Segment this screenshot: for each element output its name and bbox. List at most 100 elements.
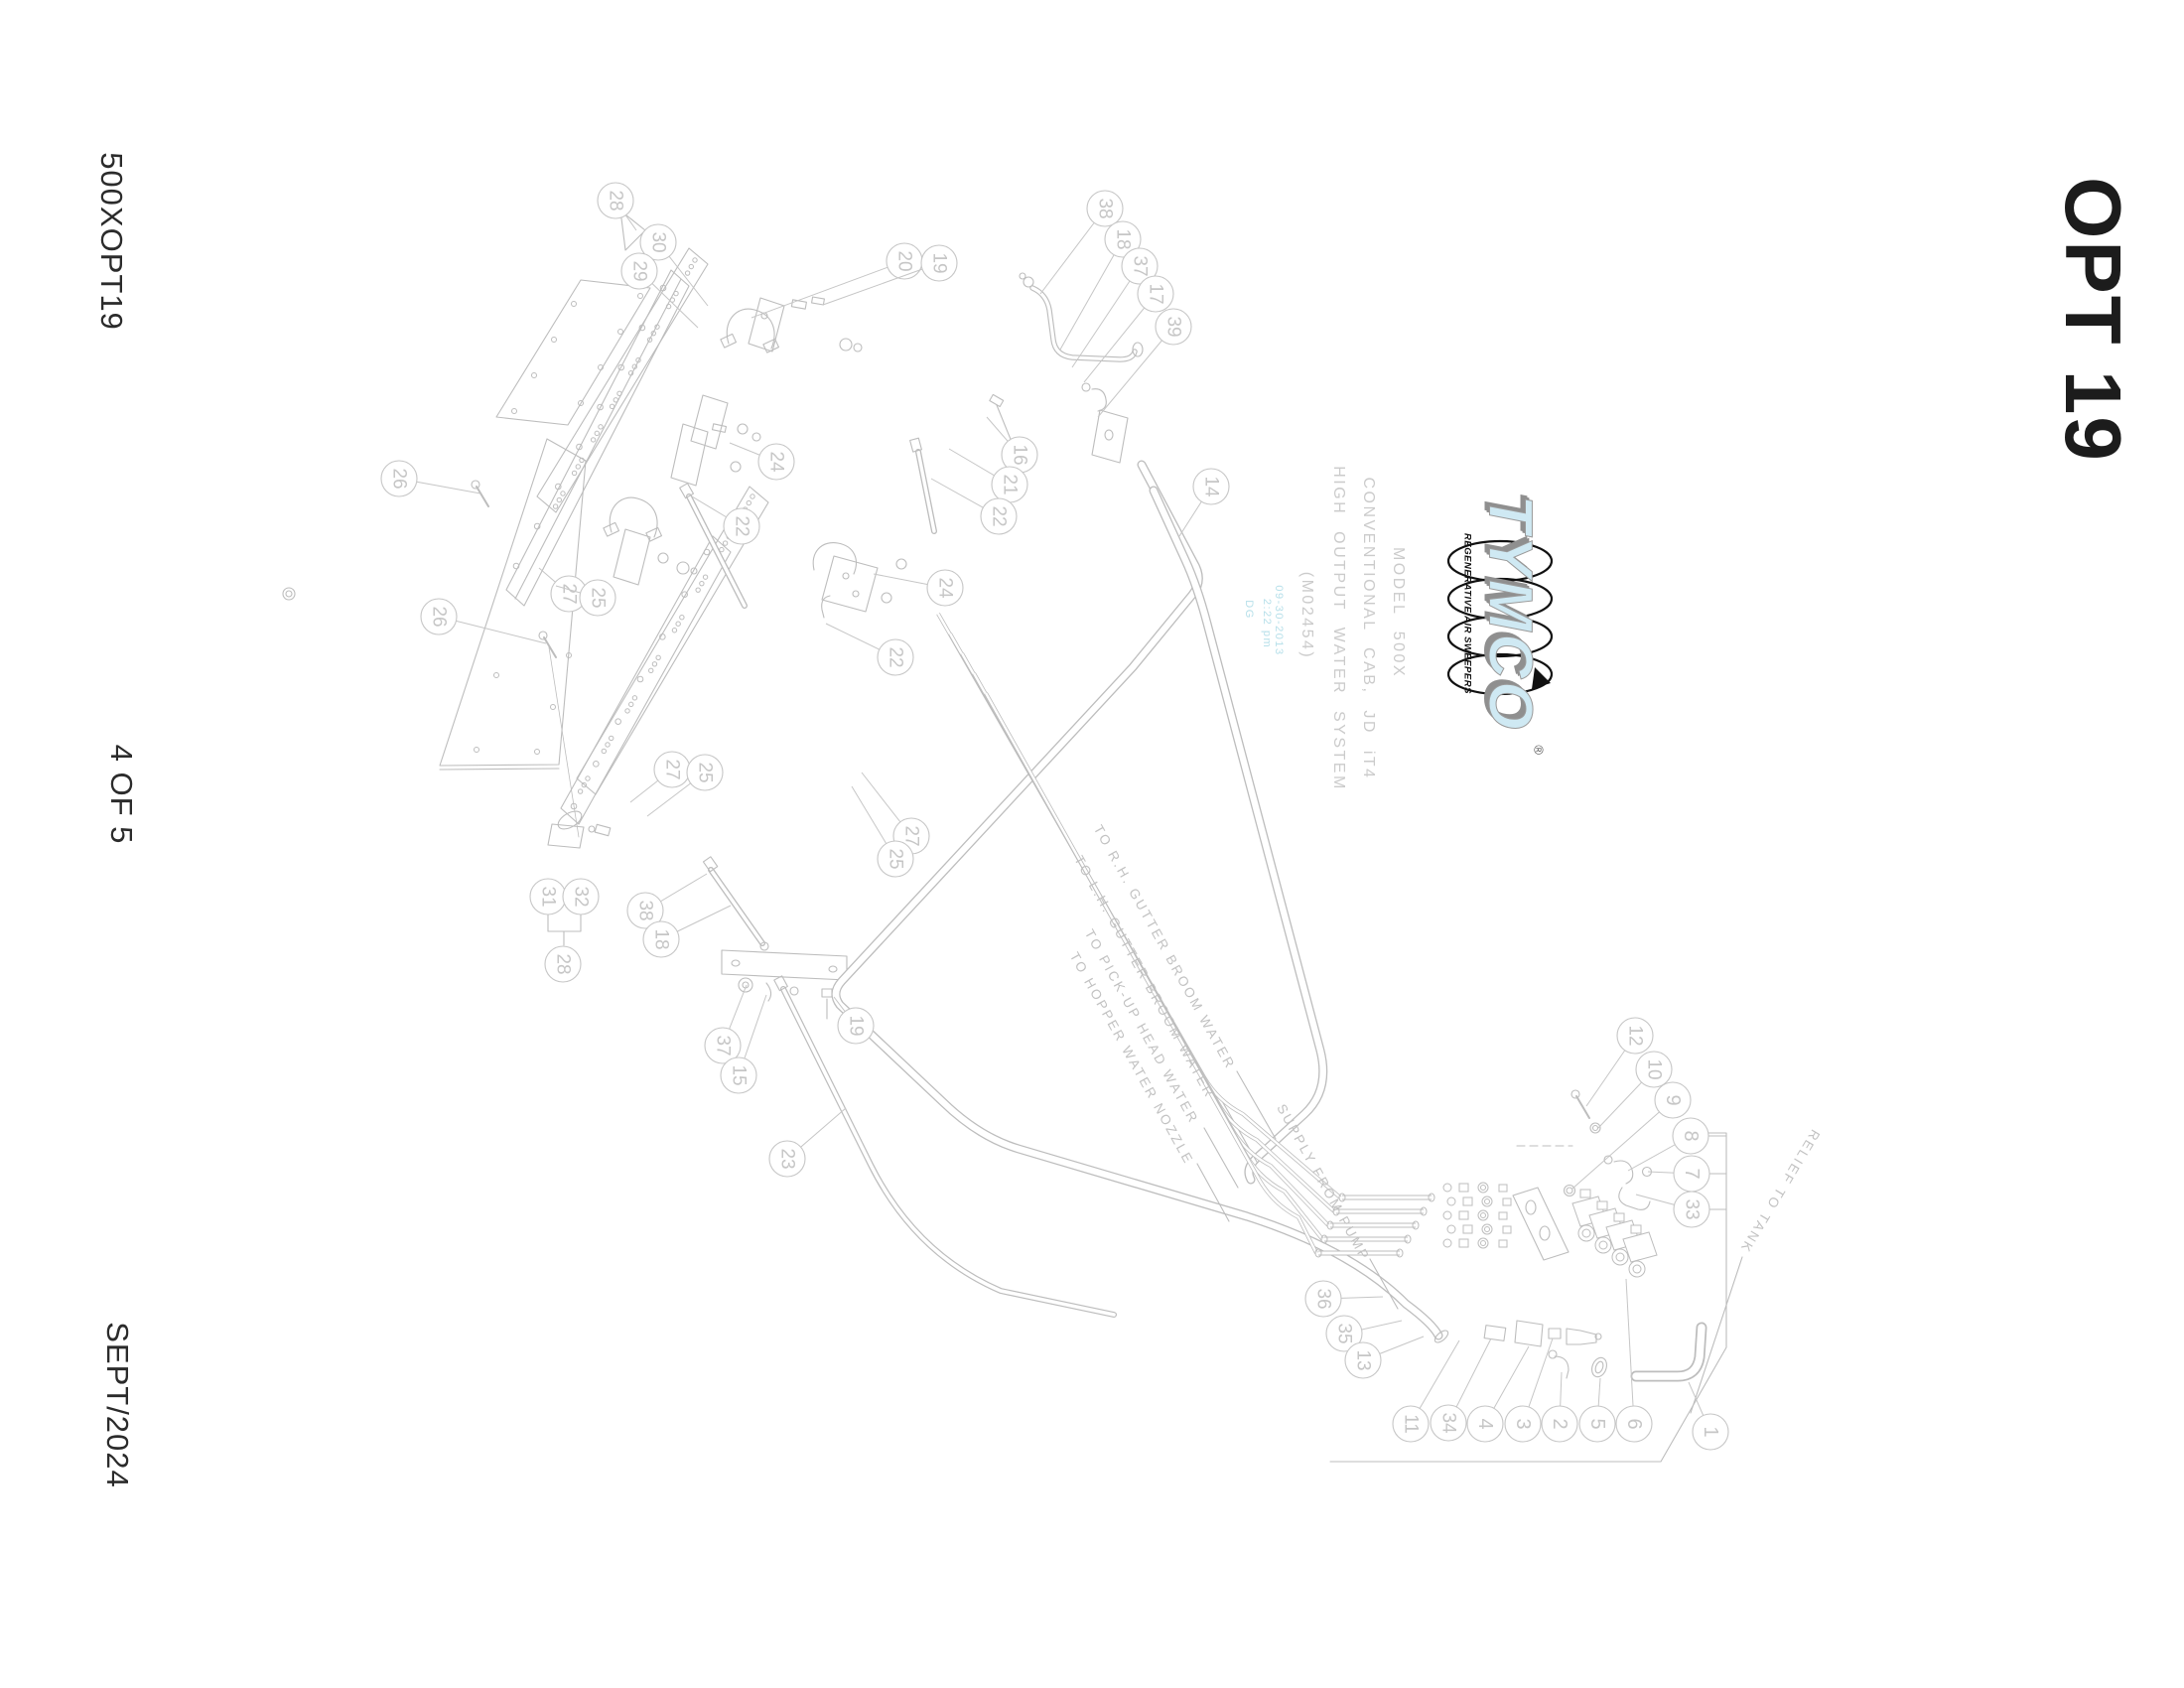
- callout-26: 26: [380, 460, 481, 497]
- callout-number: 4: [1474, 1418, 1496, 1429]
- callout-14: 14: [1178, 468, 1230, 537]
- callout-number: 22: [732, 515, 752, 536]
- title-line-1: CONVENTIONAL CAB, JD iT4: [1360, 477, 1377, 780]
- callout-38: 38: [626, 873, 708, 929]
- callout-6: 6: [1615, 1278, 1653, 1443]
- callout-number: 15: [729, 1064, 750, 1085]
- callout-15: 15: [720, 994, 767, 1094]
- callout-number: 34: [1438, 1412, 1459, 1434]
- callout-number: 12: [1625, 1025, 1646, 1046]
- callout-number: 38: [635, 900, 656, 920]
- callout-number: 39: [1163, 316, 1184, 337]
- callout-number: 31: [538, 886, 559, 907]
- callout-10: 10: [1597, 1051, 1673, 1129]
- callout-20: 20: [751, 242, 923, 319]
- callout-number: 18: [651, 928, 672, 949]
- callout-39: 39: [1097, 308, 1192, 418]
- callout-number: 3: [1512, 1418, 1534, 1429]
- callout-number: 19: [846, 1015, 867, 1036]
- callout-30: 30: [639, 223, 709, 307]
- callout-number: 10: [1644, 1058, 1665, 1079]
- u-hose-clamp-3: [812, 542, 857, 575]
- callout-11: 11: [1392, 1339, 1460, 1443]
- callout-number: 24: [766, 451, 787, 473]
- callout-3: 3: [1504, 1337, 1554, 1443]
- frame-border: [1329, 1132, 1727, 1463]
- callout-25: 25: [851, 785, 914, 878]
- plot-stamp-0: 09-30-2013: [1273, 585, 1285, 656]
- registered-mark-icon: ®: [1531, 745, 1547, 755]
- callout-number: 6: [1623, 1418, 1645, 1429]
- callout-34: 34: [1430, 1337, 1492, 1442]
- callout-number: 32: [571, 886, 592, 907]
- callout-13: 13: [1344, 1336, 1425, 1379]
- callout-25: 25: [555, 579, 616, 617]
- spraybar-channel-upper: [505, 269, 690, 607]
- callout-number: 17: [1146, 283, 1166, 304]
- callout-31: 31: [529, 878, 567, 915]
- callout-number: 25: [695, 762, 716, 782]
- callout-22: 22: [930, 478, 1018, 535]
- panel-lower: [439, 438, 587, 767]
- callout-27: 27: [538, 567, 588, 613]
- callout-number: 37: [713, 1035, 734, 1055]
- callout-number: 2: [1549, 1418, 1570, 1429]
- callout-37: 37: [704, 984, 748, 1064]
- callout-number: 5: [1586, 1418, 1608, 1429]
- callout-number: 36: [1313, 1288, 1334, 1309]
- callout-number: 9: [1662, 1094, 1684, 1105]
- callout-5: 5: [1578, 1377, 1616, 1443]
- callout-16: 16: [986, 416, 1038, 474]
- callout-29: 29: [620, 252, 699, 329]
- callout-number: 14: [1201, 476, 1222, 497]
- callout-number: 8: [1680, 1130, 1702, 1141]
- formed-tube: [1019, 272, 1144, 412]
- tube-22c: [909, 437, 937, 534]
- callout-33: 33: [1635, 1191, 1710, 1228]
- callout-number: 27: [662, 759, 683, 779]
- callout-number: 25: [588, 587, 609, 608]
- pennant: [619, 210, 646, 251]
- plot-stamp-2: DG: [1243, 600, 1255, 620]
- callout-number: 23: [777, 1148, 798, 1169]
- callout-number: 7: [1681, 1168, 1703, 1179]
- callout-number: 16: [1010, 444, 1030, 465]
- callout-27: 27: [861, 772, 930, 855]
- callout-number: 37: [1130, 255, 1151, 276]
- callout-37: 37: [1071, 247, 1159, 368]
- callout-number: 28: [553, 953, 574, 974]
- callout-28: 28: [544, 945, 582, 983]
- callout-number: 11: [1401, 1414, 1422, 1434]
- callout-1: 1: [1688, 1381, 1729, 1451]
- callout-23: 23: [768, 1107, 847, 1178]
- callout-number: 29: [629, 260, 650, 281]
- hose-23: [773, 975, 1117, 1318]
- logo-brand-text: TYMCO: [1475, 494, 1545, 733]
- callout-8: 8: [1627, 1117, 1709, 1172]
- callout-28: 28: [597, 182, 637, 231]
- hose-14-supply: [831, 460, 1449, 1343]
- generated-details: [474, 257, 1658, 1278]
- callout-26: 26: [420, 598, 547, 644]
- callout-18: 18: [1059, 220, 1142, 351]
- callout-22: 22: [825, 623, 914, 676]
- callout-32: 32: [562, 878, 600, 915]
- tube-22a: [679, 483, 748, 609]
- hose-label-5: RELIEF TO TANK: [1737, 1127, 1823, 1256]
- callout-9: 9: [1571, 1081, 1692, 1190]
- callout-number: 30: [648, 231, 669, 252]
- callout-27: 27: [629, 751, 691, 803]
- callout-19: 19: [833, 996, 875, 1045]
- callout-number: 28: [606, 190, 626, 211]
- callout-22: 22: [691, 495, 760, 545]
- callout-number: 27: [901, 825, 922, 846]
- relief-elbow-hose: [1630, 1322, 1707, 1382]
- manifold-bracket: [1512, 1187, 1570, 1261]
- logo-tagline: REGENERATIVE AIR SWEEPERS: [1461, 533, 1473, 694]
- callout-number: 18: [1113, 228, 1134, 249]
- callout-number: 19: [929, 252, 950, 273]
- callout-number: 13: [1353, 1349, 1374, 1370]
